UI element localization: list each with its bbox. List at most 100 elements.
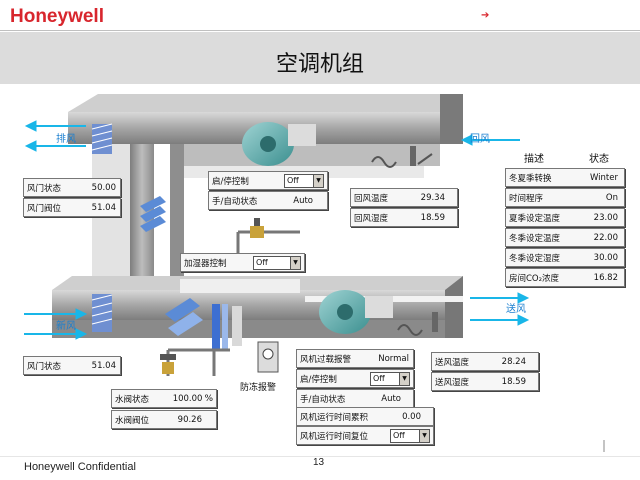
water-valve-status-value: 100.00 bbox=[172, 393, 203, 404]
water-valve-status-box: 水阀状态 100.00 % bbox=[111, 389, 217, 408]
status-row-value: 30.00 bbox=[593, 252, 618, 263]
supply-fan-hand-auto-label: 手/自动状态 bbox=[300, 394, 346, 405]
return-fan-start-stop-label: 启/停控制 bbox=[212, 176, 249, 187]
humidifier-box: 加湿器控制 Off ▼ bbox=[180, 253, 305, 272]
return-label: 回风 bbox=[470, 134, 490, 145]
status-row: 房间CO₂浓度 16.82 bbox=[505, 268, 625, 287]
footer-confidential: Honeywell Confidential bbox=[24, 461, 136, 473]
humidifier-label: 加湿器控制 bbox=[184, 258, 227, 269]
chevron-down-icon[interactable]: ▼ bbox=[399, 372, 409, 385]
return-humidity-label: 回风湿度 bbox=[354, 213, 389, 224]
damper-status-label: 风门状态 bbox=[27, 183, 62, 194]
next-arrow-icon[interactable]: ➔ bbox=[481, 10, 490, 21]
return-inlet bbox=[440, 94, 463, 144]
status-table-desc-header: 描述 bbox=[524, 154, 544, 165]
status-row: 冬季设定湿度 30.00 bbox=[505, 248, 625, 267]
return-fan-start-stop-box: 启/停控制 Off ▼ bbox=[208, 171, 328, 190]
return-humidity-box: 回风湿度 18.59 bbox=[350, 208, 458, 227]
supply-temp-label: 送风温度 bbox=[435, 357, 470, 368]
fan-runtime-label: 风机运行时间累积 bbox=[300, 412, 369, 423]
humidifier-value: Off bbox=[256, 258, 268, 267]
fan-runtime-reset-select[interactable]: Off▼ bbox=[390, 428, 430, 443]
return-fan-start-stop-value: Off bbox=[287, 176, 299, 185]
title-band bbox=[0, 32, 640, 84]
water-valve-position-box: 水阀阀位 90.26 bbox=[111, 410, 217, 429]
status-row: 夏季设定温度 23.00 bbox=[505, 208, 625, 227]
supply-fan-hand-auto-box: 手/自动状态 Auto bbox=[296, 389, 414, 408]
exhaust-label: 排风 bbox=[56, 134, 76, 145]
fresh-damper-status-label: 风门状态 bbox=[27, 361, 62, 372]
damper-status-value: 50.00 bbox=[91, 182, 116, 193]
filter bbox=[165, 298, 203, 336]
status-row: 冬夏季转换 Winter bbox=[505, 168, 625, 187]
humidifier-valve bbox=[236, 218, 300, 254]
status-row-label: 夏季设定温度 bbox=[509, 213, 561, 224]
status-row-label: 房间CO₂浓度 bbox=[509, 273, 560, 284]
damper-position-box: 风门阀位 51.04 bbox=[23, 198, 121, 217]
chevron-down-icon[interactable]: ▼ bbox=[419, 429, 429, 442]
water-valve-position-label: 水阀阀位 bbox=[115, 415, 150, 426]
supply-label: 送风 bbox=[506, 304, 526, 315]
status-row-label: 时间程序 bbox=[509, 193, 544, 204]
page-number: 13 bbox=[313, 457, 325, 468]
status-row-value: Winter bbox=[589, 172, 618, 183]
supply-arrows bbox=[470, 292, 530, 326]
fresh-label: 新风 bbox=[56, 321, 76, 332]
fan-runtime-box: 风机运行时间累积 0.00 bbox=[296, 407, 434, 426]
chevron-down-icon[interactable]: ▼ bbox=[313, 174, 323, 187]
status-row-value: 22.00 bbox=[593, 232, 618, 243]
supply-humidity-label: 送风湿度 bbox=[435, 377, 470, 388]
exhaust-louver bbox=[91, 123, 113, 154]
supply-sensors bbox=[397, 312, 438, 336]
damper-position-label: 风门阀位 bbox=[27, 203, 62, 214]
supply-fan-start-stop-select[interactable]: Off ▼ bbox=[370, 371, 410, 386]
supply-fan-start-stop-label: 启/停控制 bbox=[300, 374, 337, 385]
fresh-damper-status-box: 风门状态 51.04 bbox=[23, 356, 121, 375]
page-title: 空调机组 bbox=[275, 52, 364, 77]
supply-temp-value: 28.24 bbox=[501, 356, 526, 367]
supply-humidity-box: 送风湿度 18.59 bbox=[431, 372, 539, 391]
return-temp-value: 29.34 bbox=[420, 192, 445, 203]
status-row-value: On bbox=[605, 192, 618, 203]
fresh-damper-status-value: 51.04 bbox=[91, 360, 116, 371]
freeze-alarm-label: 防冻报警 bbox=[240, 383, 277, 393]
water-valve-percent: % bbox=[204, 393, 213, 404]
supply-fan-start-stop-box: 启/停控制 Off ▼ bbox=[296, 369, 414, 388]
status-row-label: 冬季设定温度 bbox=[509, 233, 561, 244]
water-valve bbox=[160, 348, 230, 376]
supply-humidity-value: 18.59 bbox=[501, 376, 526, 387]
damper-status-box: 风门状态 50.00 bbox=[23, 178, 121, 197]
chevron-down-icon[interactable]: ▼ bbox=[290, 256, 300, 269]
exhaust-arrows bbox=[24, 120, 86, 152]
supply-fan-hand-auto-value: Auto bbox=[381, 393, 401, 404]
fan-overload-label: 风机过载报警 bbox=[300, 354, 352, 365]
return-arrows bbox=[460, 134, 520, 146]
fan-runtime-reset-box: 风机运行时间复位 Off▼ bbox=[296, 426, 434, 445]
status-row-label: 冬季设定湿度 bbox=[509, 253, 561, 264]
return-humidity-value: 18.59 bbox=[420, 212, 445, 223]
return-fan-start-stop-select[interactable]: Off ▼ bbox=[284, 173, 324, 188]
status-row-value: 16.82 bbox=[593, 272, 618, 283]
status-row-label: 冬夏季转换 bbox=[509, 173, 552, 184]
return-fan-hand-auto-label: 手/自动状态 bbox=[212, 196, 258, 207]
return-fan-hand-auto-box: 手/自动状态 Auto bbox=[208, 191, 328, 210]
mixing-damper bbox=[140, 196, 166, 232]
fresh-arrows bbox=[24, 308, 88, 340]
ahu-schematic bbox=[24, 94, 605, 452]
fan-runtime-reset-label: 风机运行时间复位 bbox=[300, 431, 369, 442]
header-divider bbox=[0, 30, 640, 31]
water-valve-position-value: 90.26 bbox=[177, 414, 202, 425]
water-valve-status-label: 水阀状态 bbox=[115, 394, 150, 405]
supply-temp-box: 送风温度 28.24 bbox=[431, 352, 539, 371]
return-sensors bbox=[371, 146, 433, 168]
humidifier-select[interactable]: Off ▼ bbox=[253, 255, 301, 270]
supply-fan-start-stop-value: Off bbox=[373, 374, 385, 383]
honeywell-logo: Honeywell bbox=[10, 6, 104, 27]
return-fan-hand-auto-value: Auto bbox=[293, 195, 313, 206]
freeze-stat bbox=[257, 341, 279, 373]
fan-overload-value: Normal bbox=[378, 353, 409, 364]
damper-position-value: 51.04 bbox=[91, 202, 116, 213]
status-table-status-header: 状态 bbox=[589, 154, 609, 165]
status-row-value: 23.00 bbox=[593, 212, 618, 223]
status-row: 时间程序 On bbox=[505, 188, 625, 207]
